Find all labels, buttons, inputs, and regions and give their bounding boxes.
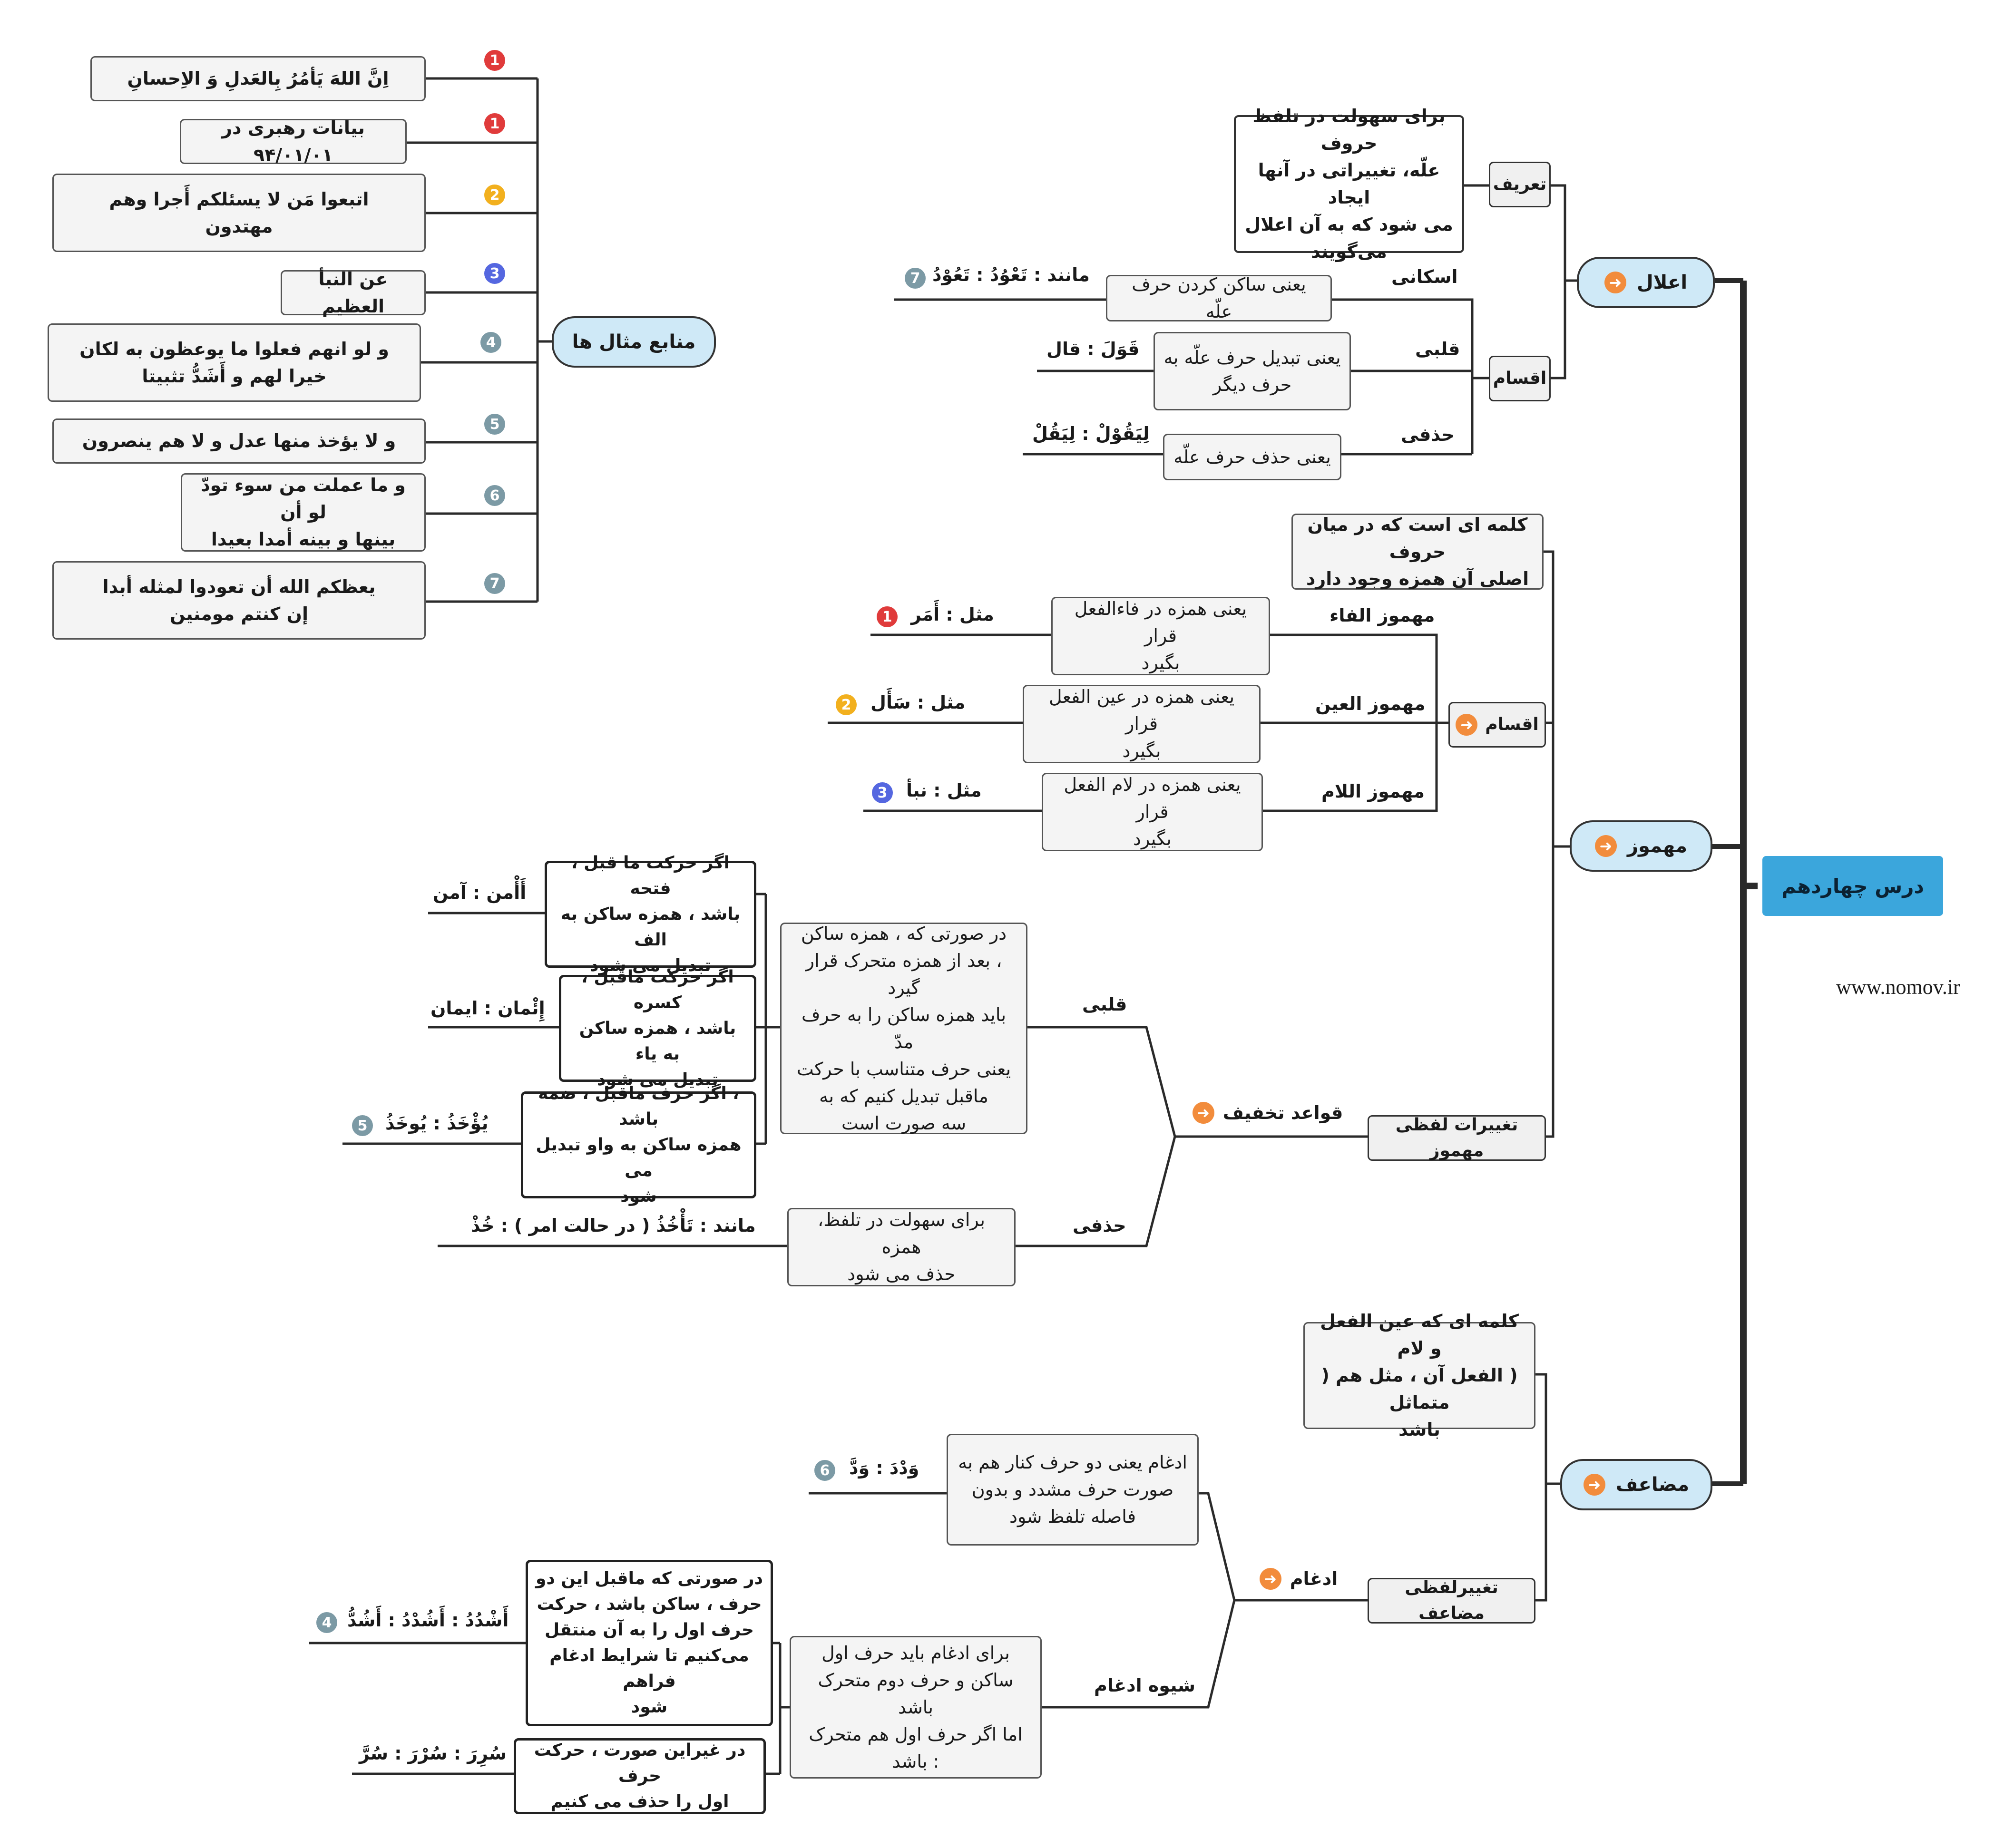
- number-badge-icon: 2: [484, 185, 505, 205]
- mozaaf-edgham-label: ادغام: [1290, 1568, 1338, 1589]
- topic-mozaaf-label: مضاعف: [1615, 1474, 1690, 1496]
- topic-mozaaf[interactable]: مضاعف ➜: [1560, 1459, 1712, 1510]
- topic-ielal[interactable]: اعلال ➜: [1577, 257, 1715, 308]
- mahmuz-ain-label: مهموز العین: [1315, 693, 1426, 714]
- ielal-type-eskani: اسکانی: [1391, 266, 1458, 287]
- mahmuz-case-fathe: اگر حرکت ما قبل ، فتحه باشد ، همزه ساکن …: [545, 853, 756, 975]
- arrow-left-icon: ➜: [1456, 714, 1478, 736]
- mahmuz-qalbi-desc: در صورتی که ، همزه ساکن ، بعد از همزه مت…: [780, 923, 1027, 1134]
- mahmuz-case-zamme-example: يُؤْخَذُ : يُوخَذُ: [385, 1113, 489, 1134]
- source-item: و ما عملت من سوء تودّ لو أن بينها و بينه…: [181, 473, 426, 552]
- source-item: و لا يؤخذ منها عدل و لا هم ينصرون: [52, 418, 426, 464]
- mahmuz-fa-label: مهموز الفاء: [1330, 605, 1435, 626]
- source-item: يعظكم الله أن تعودوا لمثله أبدا إن كنتم …: [52, 561, 426, 640]
- number-badge-icon: 3: [484, 263, 505, 284]
- site-url[interactable]: www.nomov.ir: [1836, 975, 1960, 999]
- ielal-qalbi-desc: یعنی تبدیل حرف علّه به حرف دیگر: [1154, 332, 1351, 410]
- mahmuz-definition: کلمه ای است که در میان حروف اصلی آن همزه…: [1291, 514, 1544, 590]
- topic-ielal-label: اعلال: [1636, 272, 1688, 293]
- number-badge-icon: 2: [836, 694, 857, 715]
- mozaaf-edgham[interactable]: ادغام ➜: [1246, 1560, 1351, 1598]
- mahmuz-ain-desc: یعنی همزه در عین الفعل قرار بگیرد: [1023, 685, 1261, 763]
- mozaaf-shive-label: شیوه ادغام: [1094, 1675, 1195, 1696]
- mahmuz-case-kasre: اگر حرکت ماقبل ، کسره باشد ، همزه ساکن ب…: [559, 967, 756, 1089]
- ielal-tarif[interactable]: تعریف: [1489, 162, 1551, 207]
- mahmuz-hazfi-desc: برای سهولت در تلفظ، همزه حذف می شود: [787, 1208, 1016, 1286]
- source-item: عن النبأ العظيم: [281, 269, 426, 317]
- ielal-hazfi-desc: یعنی حذف حرف علّه: [1163, 434, 1341, 480]
- mahmuz-case-fathe-example: أَأْمن : آمن: [433, 882, 527, 903]
- ielal-eskani-desc: یعنی ساکن کردن حرف علّه: [1106, 274, 1332, 322]
- number-badge-icon: 6: [484, 485, 505, 506]
- mahmuz-ain-example: مثل : سَأَل: [870, 692, 966, 713]
- mahmuz-lam-label: مهموز اللام: [1321, 781, 1425, 802]
- arrow-left-icon: ➜: [1604, 272, 1626, 293]
- number-badge-icon: 1: [484, 50, 505, 71]
- number-badge-icon: 6: [814, 1460, 835, 1481]
- number-badge-icon: 1: [877, 606, 898, 627]
- mozaaf-taghyir[interactable]: تغییرلفظی مضاعف: [1368, 1578, 1535, 1624]
- source-item: بیانات رهبری در ۹۴/۰۱/۰۱: [180, 117, 407, 165]
- arrow-left-icon: ➜: [1583, 1474, 1605, 1496]
- number-badge-icon: 5: [484, 414, 505, 435]
- source-item: اتبعوا مَن لا يسئلكم أَجرا وهم مهتدون: [52, 174, 426, 252]
- mahmuz-lam-desc: یعنی همزه در لام الفعل قرار بگیرد: [1042, 773, 1263, 851]
- topic-mahmuz-label: مهموز: [1627, 835, 1688, 857]
- mahmuz-case-kasre-example: إِئْمان : ایمان: [430, 998, 545, 1019]
- mahmuz-taghyirat[interactable]: تغییرات لفظی مهموز: [1368, 1115, 1546, 1161]
- mozaaf-edgham-desc: ادغام یعنی دو حرف کنار هم به صورت حرف مش…: [947, 1434, 1199, 1546]
- number-badge-icon: 1: [484, 113, 505, 134]
- mahmuz-lam-example: مثل : نبأ: [906, 780, 982, 801]
- mahmuz-aqsam-label: اقسام: [1485, 715, 1539, 734]
- mahmuz-case-zamme: ، اگر حرف ماقبل ، ضمه باشد همزه ساکن به …: [521, 1084, 756, 1206]
- ielal-qalbi-example: قَوَلَ : قال: [1046, 339, 1140, 360]
- ielal-type-qalbi: قلبی: [1415, 339, 1460, 360]
- topic-sources[interactable]: منابع مثال ها: [552, 316, 716, 368]
- mozaaf-case-sakin: در صورتی که ماقبل این دو حرف ، ساکن باشد…: [526, 1560, 773, 1726]
- number-badge-icon: 5: [352, 1115, 373, 1136]
- mahmuz-hazfi-label: حذفی: [1073, 1215, 1126, 1236]
- mozaaf-case-sakin-example: أَشْدُدُ : أَشُدْدُ : أَشُدُّ: [347, 1610, 509, 1631]
- mozaaf-shive-desc: برای ادغام باید حرف اول ساکن و حرف دوم م…: [790, 1636, 1042, 1779]
- number-badge-icon: 7: [905, 268, 926, 289]
- mahmuz-fa-example: مثل : أَمَر: [911, 604, 994, 625]
- ielal-eskani-example: مانند : تَعْوُدُ : تَعُوْدُ: [932, 264, 1090, 285]
- mozaaf-case-other: در غیراین صورت ، حرکت حرف اول را حذف می …: [514, 1738, 766, 1814]
- source-item: و لو انهم فعلوا ما يوعظون به لكان خيرا ل…: [48, 323, 421, 402]
- mahmuz-hazfi-example: مانند : تَأْخُذُ ( در حالت امر ) : خُذْ: [471, 1215, 756, 1236]
- mahmuz-qavaed-label: قواعد تخفیف: [1222, 1102, 1343, 1123]
- arrow-left-icon: ➜: [1259, 1568, 1281, 1590]
- mahmuz-qalbi-label: قلبی: [1082, 994, 1127, 1015]
- arrow-left-icon: ➜: [1192, 1102, 1214, 1124]
- arrow-left-icon: ➜: [1594, 835, 1617, 857]
- ielal-tarif-text: برای سهولت در تلفظ حروف علّه، تغییراتی د…: [1234, 106, 1464, 262]
- number-badge-icon: 4: [480, 332, 501, 353]
- ielal-type-hazfi: حذفی: [1401, 424, 1455, 445]
- number-badge-icon: 7: [484, 573, 505, 594]
- mozaaf-edgham-example: وَدْدَ : وَدَّ: [849, 1458, 919, 1478]
- ielal-hazfi-example: لِيَقُوْلْ : لِيَقُلْ: [1032, 423, 1150, 444]
- number-badge-icon: 4: [316, 1612, 337, 1633]
- mozaaf-definition: کلمه ای که عین الفعل و لام ( الفعل آن ، …: [1303, 1311, 1535, 1440]
- root-topic[interactable]: درس چهاردهم: [1762, 856, 1943, 916]
- ielal-aqsam[interactable]: اقسام: [1489, 356, 1551, 401]
- number-badge-icon: 3: [872, 782, 893, 803]
- mahmuz-aqsam[interactable]: اقسام ➜: [1448, 702, 1546, 748]
- source-item: اِنَّ اللهَ يَأمُرُ بِالعَدلِ وَ الاِحسا…: [90, 56, 426, 101]
- mahmuz-qavaed[interactable]: قواعد تخفیف ➜: [1189, 1094, 1346, 1132]
- mahmuz-fa-desc: یعنی همزه در فاءالفعل قرار بگیرد: [1051, 597, 1270, 675]
- mozaaf-case-other-example: سُرِرَ : سُرْرَ : سُرَّ: [359, 1743, 507, 1764]
- topic-mahmuz[interactable]: مهموز ➜: [1570, 820, 1712, 872]
